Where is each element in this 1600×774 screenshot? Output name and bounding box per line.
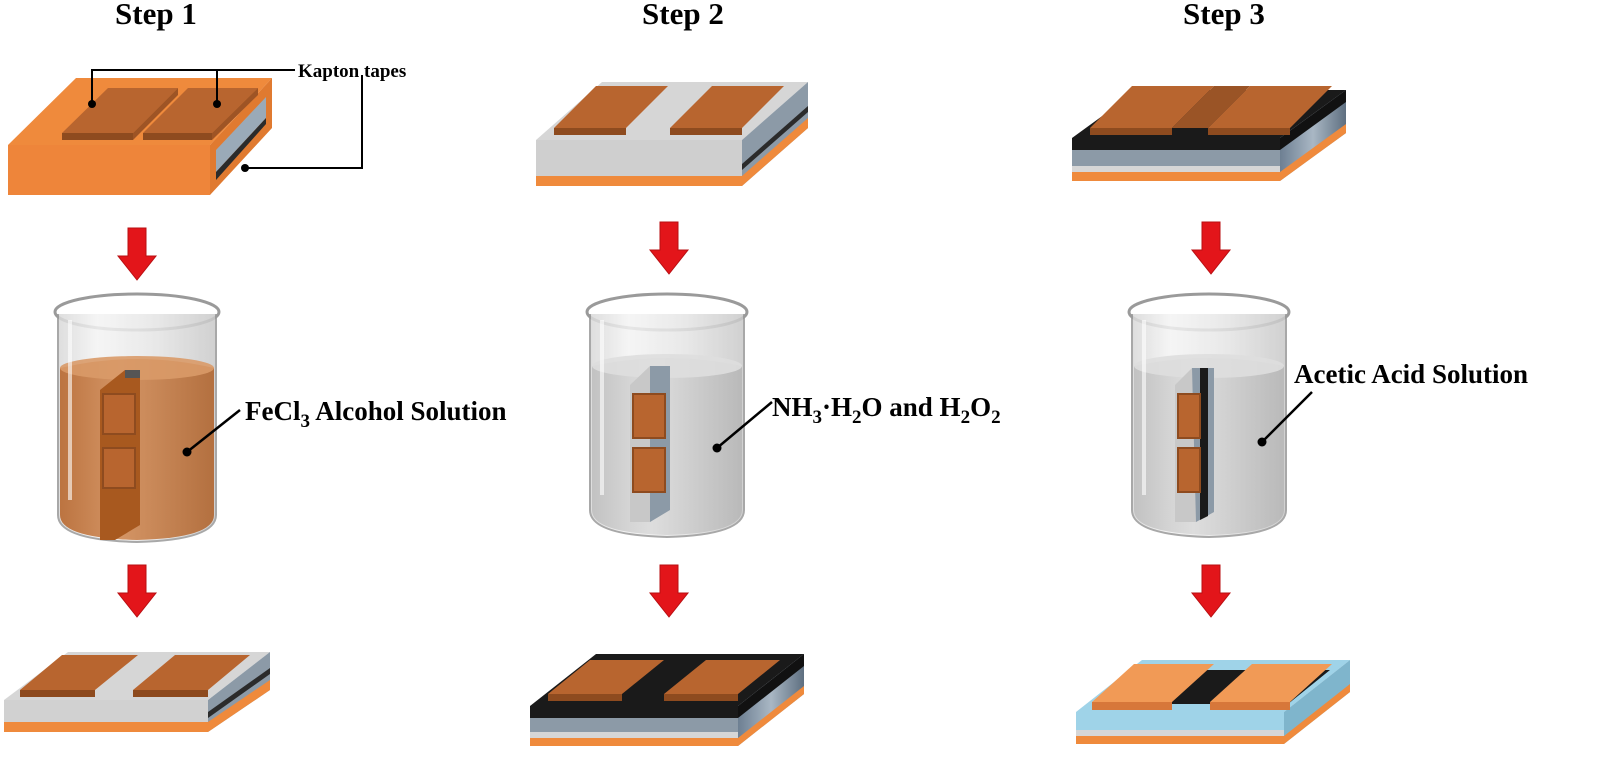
down-arrow-icon [1190, 221, 1232, 275]
step-1-substrate [8, 78, 272, 195]
solution-callout-2: NH3·H2O and H2O2 [712, 392, 1001, 453]
copper-electrode-right [1210, 664, 1332, 710]
step-1-result-substrate [4, 652, 270, 732]
step-2-solution-label: NH3·H2O and H2O2 [772, 392, 1001, 428]
solution-callout-3: Acetic Acid Solution [1257, 359, 1528, 447]
kapton-tape-left [20, 655, 138, 697]
kapton-label: Kapton tapes [298, 61, 406, 82]
kapton-tape-left [548, 660, 664, 701]
kapton-tape-right [670, 86, 784, 135]
step-1-title: Step 1 [115, 0, 197, 31]
beaker-icon [1127, 292, 1291, 539]
kapton-tape-right [1208, 86, 1332, 135]
kapton-tape-left [1090, 86, 1214, 135]
step-3-substrate [1072, 86, 1346, 181]
kapton-tape-right [133, 655, 250, 697]
kapton-tape-left [554, 86, 668, 135]
down-arrow-icon [648, 221, 690, 275]
down-arrow-icon [116, 564, 158, 618]
kapton-tape-right [143, 88, 258, 140]
copper-electrode-left [1092, 664, 1214, 710]
beaker-icon [585, 292, 749, 539]
solution-callout-1: FeCl3 Alcohol Solution [182, 396, 507, 457]
kapton-tape-right [664, 660, 780, 701]
step-2-result-substrate [530, 654, 804, 746]
step-3-result-substrate [1076, 660, 1350, 744]
kapton-callout: Kapton tapes [88, 61, 406, 172]
step-3-title: Step 3 [1183, 0, 1265, 31]
step-1-solution-label: FeCl3 Alcohol Solution [245, 396, 507, 432]
kapton-tape-left [62, 88, 178, 140]
step-2-title: Step 2 [642, 0, 724, 31]
down-arrow-icon [1190, 564, 1232, 618]
beaker-icon [53, 292, 221, 544]
down-arrow-icon [116, 227, 158, 281]
step-2-substrate [536, 82, 808, 186]
step-3-solution-label: Acetic Acid Solution [1294, 359, 1528, 389]
down-arrow-icon [648, 564, 690, 618]
